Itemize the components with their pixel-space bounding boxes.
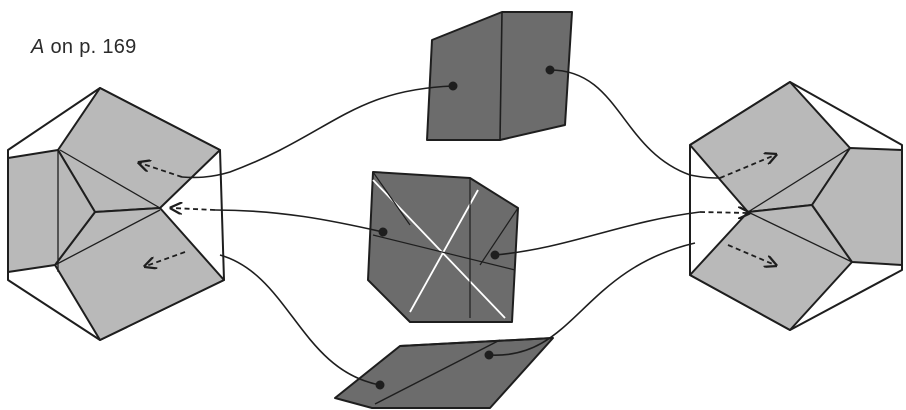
bottom-piece bbox=[335, 338, 553, 408]
right-assembly bbox=[690, 82, 902, 330]
left-assembly bbox=[8, 88, 224, 340]
curve-bottom-left bbox=[220, 255, 380, 385]
curve-bottom-right bbox=[489, 243, 695, 355]
middle-piece bbox=[368, 172, 518, 322]
curve-mid-left bbox=[215, 210, 383, 232]
top-piece bbox=[427, 12, 572, 140]
curve-top-left bbox=[182, 86, 453, 177]
curve-mid-right bbox=[495, 212, 700, 255]
